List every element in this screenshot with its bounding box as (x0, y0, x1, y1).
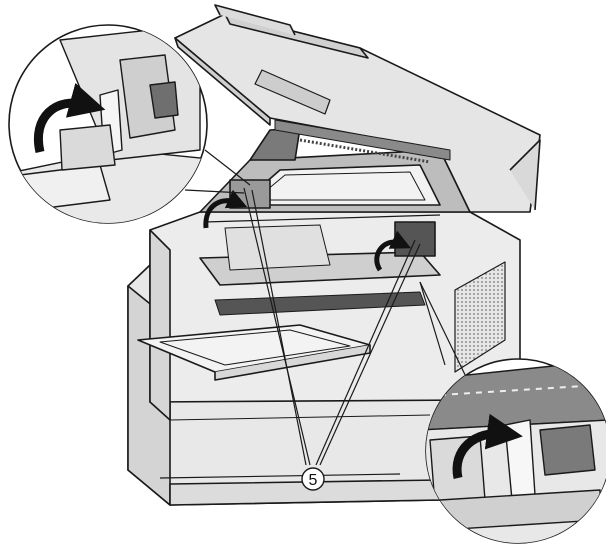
callout-5: 5 (301, 467, 325, 491)
rotate-arrow-icon (374, 230, 412, 272)
detail-circle-left (8, 24, 208, 224)
rotate-arrow-icon (203, 189, 248, 229)
rotate-arrow-icon (34, 82, 106, 154)
callout-number: 5 (309, 472, 318, 489)
detail-circle-right (425, 358, 606, 544)
side-vent (454, 261, 506, 373)
rotate-arrow-icon (452, 413, 523, 479)
callout-leaders (243, 187, 421, 466)
printer-body (127, 4, 541, 506)
